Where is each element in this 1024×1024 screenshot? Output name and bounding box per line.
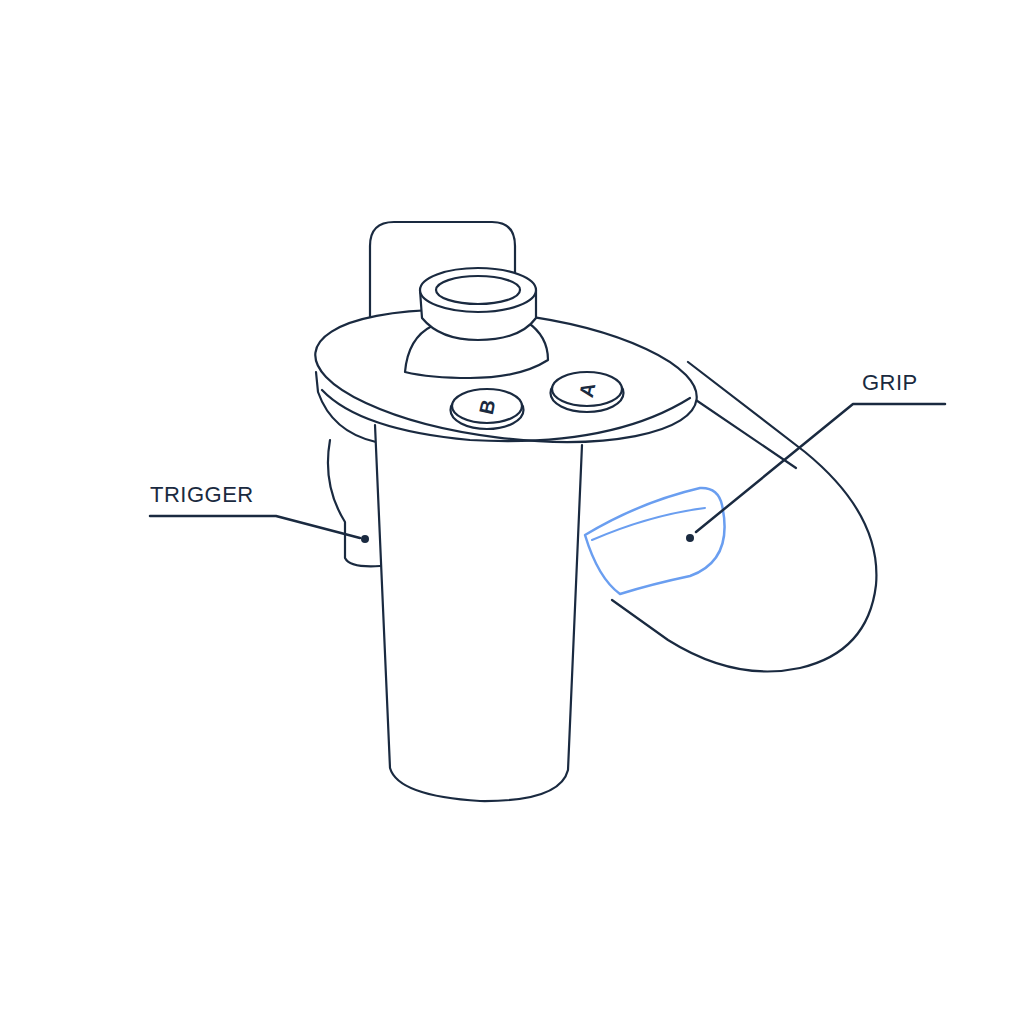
handle-body xyxy=(375,425,582,801)
thumbstick-top xyxy=(420,268,536,312)
part-label: TRIGGER xyxy=(150,482,254,508)
button-node: A xyxy=(549,368,625,412)
leader-line xyxy=(150,516,360,538)
button-top xyxy=(452,389,522,423)
leader-line xyxy=(696,404,945,532)
thumbstick-inner xyxy=(436,276,520,304)
ring-edge xyxy=(690,396,796,468)
grip-button xyxy=(585,488,725,594)
trigger-part xyxy=(328,440,380,566)
leader-dot xyxy=(361,535,369,543)
button-top xyxy=(552,372,622,406)
leader-dot xyxy=(686,534,694,542)
part-label: GRIP xyxy=(862,370,918,396)
button-node: B xyxy=(449,385,525,429)
disc-rim xyxy=(322,390,690,441)
